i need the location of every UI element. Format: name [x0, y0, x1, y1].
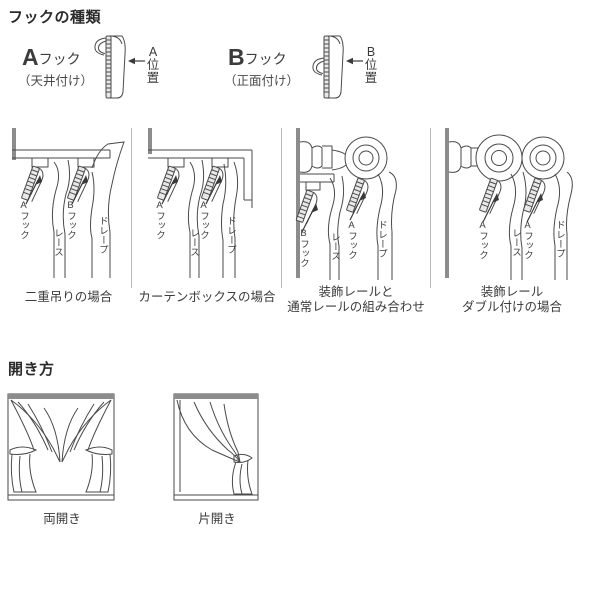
vlabel-p3-2: Aフック: [346, 220, 357, 260]
a-hook-suffix: フック: [38, 51, 81, 67]
panel-double-hang: Aフック レース Bフック ドレープ: [6, 128, 131, 288]
caption-line: 装飾レール: [480, 285, 544, 299]
double-hang-figure: [12, 128, 125, 278]
b-hook-suffix: フック: [244, 51, 287, 67]
panel-decor-double: Aフック レース Aフック ドレープ: [437, 128, 587, 288]
b-hook-name: Bフック: [228, 44, 287, 71]
vlabel-p2-0: Aフック: [154, 200, 165, 240]
b-position-label: B 位 置: [364, 45, 378, 85]
a-hook-mount: （天井付け）: [18, 74, 94, 88]
vlabel-p4-2: Aフック: [522, 220, 533, 260]
decor-double-figure: [445, 128, 573, 280]
caption-decor-normal: 装飾レールと 通常レールの組み合わせ: [283, 285, 429, 315]
caption-line: 二重吊りの場合: [24, 290, 113, 304]
vlabel-p2-2: Aフック: [198, 200, 209, 240]
vlabel-p1-2: Bフック: [65, 200, 76, 240]
single-open-curtain-icon: [173, 393, 259, 501]
vlabel-p3-3: ドレープ: [376, 220, 387, 258]
caption-line: カーテンボックスの場合: [138, 290, 276, 304]
vlabel-p1-3: ドレープ: [97, 216, 108, 254]
vlabel-p4-0: Aフック: [477, 220, 488, 260]
a-hook-letter: A: [22, 44, 39, 70]
panel-curtain-box: Aフック レース Aフック ドレープ: [140, 128, 272, 288]
both-open-figure: [6, 392, 118, 502]
caption-line: ダブル付けの場合: [461, 300, 562, 314]
vlabel-p3-1: レース: [329, 232, 340, 261]
a-position-arrow-icon: [128, 57, 145, 65]
b-position-arrow-icon: [346, 57, 363, 65]
panel-divider-2: [281, 128, 282, 288]
a-hook-name: Aフック: [22, 44, 81, 71]
caption-single-open: 片開き: [198, 512, 236, 526]
b-hook-icon: [312, 35, 344, 99]
a-hook-icon: [94, 35, 126, 99]
a-position-label: A 位 置: [146, 45, 160, 85]
vlabel-p1-1: レース: [52, 228, 63, 257]
caption-both-open: 両開き: [43, 512, 81, 526]
vlabel-p3-0: Bフック: [298, 228, 309, 268]
caption-line: 装飾レールと: [318, 285, 394, 299]
decor-normal-figure: [295, 128, 397, 280]
panel-divider-3: [430, 128, 431, 288]
vlabel-p2-1: レース: [188, 228, 199, 257]
hook-types-title: フックの種類: [8, 9, 102, 26]
panel-decor-normal: Bフック レース Aフック ドレープ: [288, 128, 423, 288]
curtain-box-figure: [148, 128, 253, 278]
caption-line: 通常レールの組み合わせ: [287, 300, 425, 314]
vlabel-p4-1: レース: [510, 228, 521, 257]
caption-decor-double: 装飾レール ダブル付けの場合: [432, 285, 592, 315]
single-open-figure: [172, 392, 262, 502]
opening-styles-title: 開き方: [8, 361, 55, 378]
b-hook-mount: （正面付け）: [224, 74, 300, 88]
both-open-curtain-icon: [7, 393, 115, 501]
vlabel-p1-0: Aフック: [18, 200, 29, 240]
b-hook-letter: B: [228, 44, 245, 70]
vlabel-p4-3: ドレープ: [554, 220, 565, 258]
panel-divider-1: [131, 128, 132, 288]
caption-double-hang: 二重吊りの場合: [6, 290, 131, 305]
caption-curtain-box: カーテンボックスの場合: [136, 290, 278, 305]
vlabel-p2-3: ドレープ: [225, 216, 236, 254]
